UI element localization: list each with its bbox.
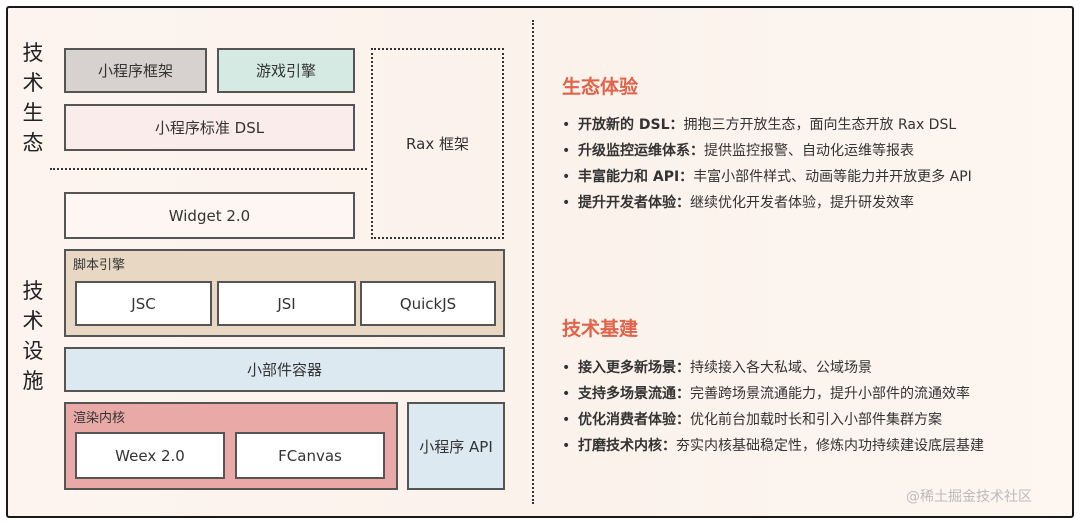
fcanvas-box: FCanvas [235, 432, 385, 479]
list-item: •打磨技术内核：夯实内核基础稳定性，修炼内功持续建设底层基建 [562, 438, 984, 454]
infra-vertical-label: 技 术 设 施 [18, 276, 48, 396]
label-char: 生 [22, 101, 44, 125]
label-char: 术 [22, 309, 44, 333]
list-item: •升级监控运维体系：提供监控报警、自动化运维等报表 [562, 143, 914, 159]
label-char: 态 [22, 131, 44, 155]
weex-box: Weex 2.0 [75, 432, 225, 479]
ecosystem-vertical-label: 技 术 生 态 [18, 38, 48, 158]
render-core-box: 渲染内核 Weex 2.0 FCanvas [64, 402, 398, 490]
mini-program-api-box: 小程序 API [407, 402, 505, 490]
render-core-label: 渲染内核 [73, 411, 126, 426]
list-item: •接入更多新场景：持续接入各大私域、公域场景 [562, 360, 872, 376]
list-item: •优化消费者体验：优化前台加载时长和引入小部件集群方案 [562, 412, 942, 428]
quickjs-box: QuickJS [360, 281, 496, 326]
layer-separator [50, 168, 367, 170]
label-char: 设 [22, 339, 44, 363]
list-item: •丰富能力和 API：丰富小部件样式、动画等能力并开放更多 API [562, 169, 972, 185]
label-char: 施 [22, 369, 44, 393]
widget-container-box: 小部件容器 [64, 347, 505, 392]
script-engine-label: 脚本引擎 [73, 258, 126, 273]
list-item: •开放新的 DSL：拥抱三方开放生态，面向生态开放 Rax DSL [562, 117, 957, 133]
label-char: 技 [22, 279, 44, 303]
widget-box: Widget 2.0 [64, 192, 355, 239]
list-item: •提升开发者体验：继续优化开发者体验，提升研发效率 [562, 195, 914, 211]
column-divider [532, 20, 534, 504]
label-char: 技 [22, 41, 44, 65]
jsi-box: JSI [217, 281, 356, 326]
infra-list: •接入更多新场景：持续接入各大私域、公域场景 •支持多场景流通：完善跨场景流通能… [562, 355, 984, 459]
list-item: •支持多场景流通：完善跨场景流通能力，提升小部件的流通效率 [562, 386, 970, 402]
ecosystem-title: 生态体验 [562, 76, 639, 98]
label-char: 术 [22, 71, 44, 95]
ecosystem-list: •开放新的 DSL：拥抱三方开放生态，面向生态开放 Rax DSL •升级监控运… [562, 112, 972, 216]
infra-title: 技术基建 [562, 318, 639, 340]
game-engine-box: 游戏引擎 [217, 48, 355, 93]
mini-program-dsl-box: 小程序标准 DSL [64, 104, 355, 151]
script-engine-box: 脚本引擎 JSC JSI QuickJS [64, 249, 505, 337]
jsc-box: JSC [75, 281, 212, 326]
rax-framework-box: Rax 框架 [371, 48, 504, 239]
watermark: @稀土掘金技术社区 [906, 489, 1032, 505]
mini-program-framework-box: 小程序框架 [64, 48, 207, 93]
